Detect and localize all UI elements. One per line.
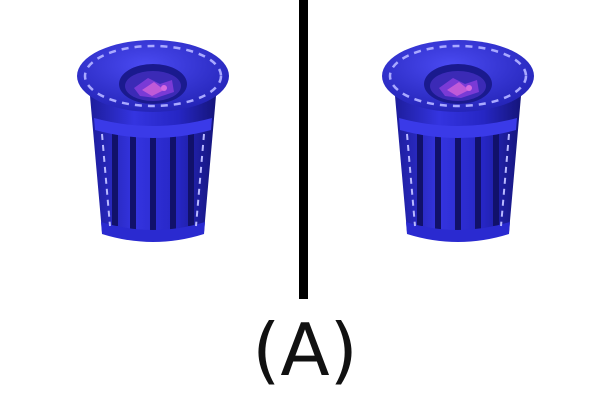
right-panel [305, 0, 605, 300]
trash-can-icon [382, 40, 534, 242]
trash-can-icon [77, 40, 229, 242]
caption-label: (A) [252, 308, 358, 392]
left-panel [0, 0, 300, 300]
divider [299, 0, 308, 299]
